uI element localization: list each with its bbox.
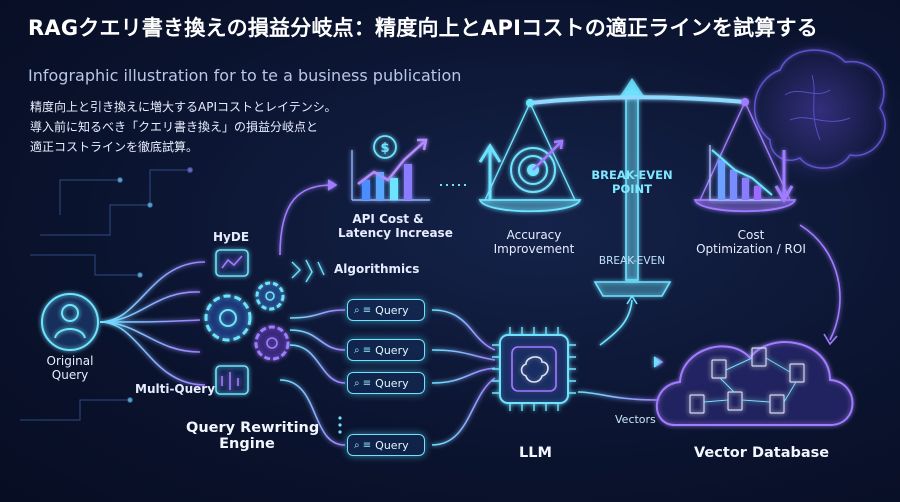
engine-to-query-lines bbox=[279, 309, 496, 446]
original-query-line-1: Original bbox=[46, 354, 94, 368]
brain-decoration bbox=[745, 35, 895, 185]
vector-database-label: Vector Database bbox=[694, 445, 830, 461]
input-flow-lines bbox=[99, 261, 206, 386]
accuracy-line-2: Improvement bbox=[493, 242, 575, 256]
original-query-line-2: Query bbox=[51, 368, 89, 382]
vectors-label: Vectors bbox=[615, 413, 656, 426]
cost-optimization-label: Cost Optimization / ROI bbox=[686, 228, 816, 256]
cost-flow-line bbox=[279, 179, 338, 256]
query-pill-1: ⌕ ≡Query bbox=[347, 299, 425, 321]
engine-line-2: Engine bbox=[219, 436, 275, 452]
description-line-2: 導入前に知るべき「クエリ書き換え」の損益分岐点と bbox=[30, 120, 319, 134]
break-even-line-1: BREAK-EVEN bbox=[591, 168, 673, 182]
llm-chip-icon bbox=[492, 327, 576, 411]
cost-chart-icon: $ bbox=[351, 135, 430, 201]
break-even-line-2: POINT bbox=[612, 182, 652, 196]
page-subtitle: Infographic illustration for to te a bus… bbox=[28, 66, 462, 85]
llm-up-arrow bbox=[599, 299, 633, 346]
cost-line-1: Cost bbox=[737, 228, 765, 242]
gear-icon bbox=[204, 281, 290, 361]
search-icon: ⌕ ≡ bbox=[354, 377, 372, 389]
query-pill-3: ⌕ ≡Query bbox=[347, 372, 425, 394]
hyde-label: HyDE bbox=[213, 230, 250, 244]
api-cost-line-1: API Cost & bbox=[352, 212, 424, 226]
cost-line-2: Optimization / ROI bbox=[696, 242, 806, 256]
accuracy-label: Accuracy Improvement bbox=[480, 228, 588, 256]
user-icon bbox=[41, 293, 99, 351]
search-icon: ⌕ ≡ bbox=[354, 439, 372, 451]
query-rewriting-engine-label: Query Rewriting Engine bbox=[186, 420, 320, 452]
original-query-label: Original Query bbox=[40, 354, 100, 382]
query-pill-4-label: Query bbox=[375, 438, 409, 452]
algorithmics-label: Algorithmics bbox=[334, 262, 420, 276]
llm-label: LLM bbox=[519, 445, 552, 461]
multi-query-label: Multi-Query bbox=[135, 382, 216, 396]
break-even-small-label: BREAK-EVEN bbox=[598, 255, 666, 267]
target-icon bbox=[510, 139, 564, 193]
page-title: RAGクエリ書き換えの損益分岐点：精度向上とAPIコストの適正ラインを試算する bbox=[28, 16, 818, 40]
cost-down-chart-icon bbox=[709, 145, 794, 204]
svg-text:$: $ bbox=[380, 141, 389, 156]
balance-scale bbox=[478, 78, 797, 297]
multi-query-box bbox=[215, 365, 249, 395]
up-arrow-icon bbox=[478, 143, 502, 200]
api-cost-label: API Cost & Latency Increase bbox=[338, 212, 453, 240]
roi-to-db-arrow-head bbox=[823, 333, 838, 346]
api-cost-line-2: Latency Increase bbox=[338, 226, 453, 240]
search-icon: ⌕ ≡ bbox=[354, 344, 372, 356]
query-dots bbox=[338, 416, 342, 434]
query-pill-4: ⌕ ≡Query bbox=[347, 434, 425, 456]
vector-database-icon bbox=[655, 341, 854, 426]
algorithm-icon bbox=[291, 259, 325, 283]
query-pill-2: ⌕ ≡Query bbox=[347, 339, 425, 361]
hyde-box bbox=[215, 249, 249, 277]
search-icon: ⌕ ≡ bbox=[354, 304, 372, 316]
engine-line-1: Query Rewriting bbox=[186, 420, 320, 436]
query-pill-2-label: Query bbox=[375, 343, 409, 357]
accuracy-line-1: Accuracy bbox=[506, 228, 562, 242]
query-pill-1-label: Query bbox=[375, 303, 409, 317]
description-line-3: 適正コストラインを徹底試算。 bbox=[30, 140, 199, 154]
llm-to-db-lines bbox=[577, 356, 664, 401]
query-pill-3-label: Query bbox=[375, 376, 409, 390]
description-line-1: 精度向上と引き換えに増大するAPIコストとレイテンシ。 bbox=[30, 100, 337, 114]
break-even-point-label: BREAK-EVEN POINT bbox=[590, 168, 674, 196]
roi-to-db-arrow bbox=[799, 224, 841, 341]
circuit-decoration bbox=[20, 167, 193, 421]
